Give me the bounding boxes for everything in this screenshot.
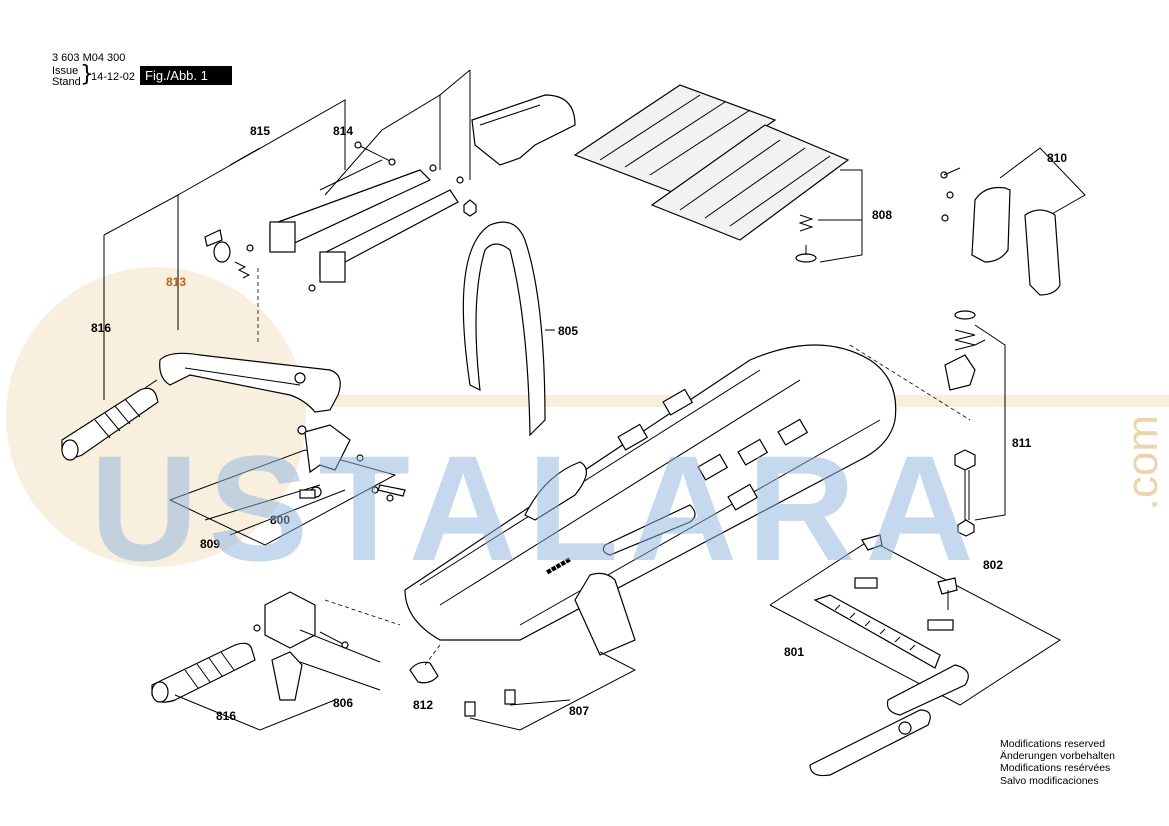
handle-grip-816-bottom	[151, 642, 336, 731]
callout-811: 811	[1012, 436, 1032, 450]
issue-date: 14-12-02	[91, 71, 136, 83]
top-guide-slider	[471, 94, 576, 166]
notice-line: Salvo modificaciones	[1000, 774, 1099, 787]
handle-grip-816-top	[61, 379, 159, 461]
issue-labels: Issue Stand	[52, 66, 81, 88]
watermark-circle	[6, 267, 306, 567]
watermark-suffix: .com	[1118, 415, 1167, 511]
leader-group-815-814	[103, 69, 471, 400]
callout-810: 810	[1047, 151, 1067, 165]
callout-805: 805	[558, 324, 578, 338]
brace-icon: }	[80, 62, 94, 87]
tile-plates-808	[573, 84, 863, 263]
callout-808: 808	[872, 208, 892, 222]
modifications-notice: Modifications reserved Änderungen vorbeh…	[1000, 738, 1115, 787]
notice-line: Modifications resérvées	[1000, 762, 1111, 775]
callout-802: 802	[983, 558, 1003, 572]
callout-813: 813	[166, 275, 186, 289]
end-cap-810	[940, 147, 1086, 296]
pressure-assembly-811	[944, 310, 1006, 537]
callout-812: 812	[413, 698, 433, 712]
carry-strap-805	[462, 221, 555, 437]
angle-guide-801-802	[769, 534, 1061, 777]
callout-806: 806	[333, 696, 353, 710]
assembly-dashed-lines	[257, 268, 971, 666]
base-frame: ■■■■■	[404, 344, 897, 656]
document-number: 3 603 M04 300	[52, 52, 126, 64]
issue-label: Issue	[52, 65, 79, 77]
stand-label: Stand	[52, 76, 81, 88]
fence-clamp-809	[169, 424, 406, 546]
callout-801: 801	[784, 645, 804, 659]
notice-line: Modifications reserved	[1000, 738, 1106, 750]
figure-label: Fig./Abb. 1	[140, 66, 232, 85]
notice-line: Änderungen vorbehalten	[1000, 750, 1116, 763]
callout-807: 807	[569, 704, 589, 718]
clamp-block-806	[253, 591, 381, 701]
handle-bar-813	[159, 352, 341, 413]
watermark-text: USTALARA	[90, 424, 984, 592]
callout-816-bottom: 816	[216, 709, 236, 723]
spring-parts-815	[204, 229, 316, 292]
callout-816-top: 816	[91, 321, 111, 335]
guide-rails-814	[269, 141, 477, 283]
callout-809: 809	[200, 537, 220, 551]
callout-800: 800	[270, 513, 290, 527]
callout-814: 814	[333, 124, 353, 138]
foot-parts-812-807	[409, 651, 637, 731]
callout-815: 815	[250, 124, 270, 138]
